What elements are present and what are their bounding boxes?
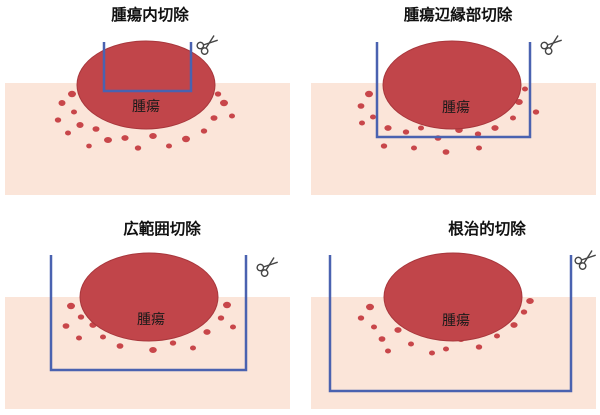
panel-title: 腫瘍辺縁部切除 — [404, 5, 513, 24]
tumor-label: 腫瘍 — [137, 311, 165, 328]
panel-wide: 腫瘍 広範囲切除 — [5, 219, 290, 409]
panel-marginal: 腫瘍 腫瘍辺縁部切除 — [311, 5, 596, 195]
panel-title: 根治的切除 — [448, 219, 526, 238]
panel-title: 腫瘍内切除 — [111, 5, 189, 24]
tumor-label: 腫瘍 — [132, 98, 160, 115]
tumor — [77, 41, 215, 129]
panel-radical: 腫瘍 根治的切除 — [311, 219, 598, 409]
scissors-icon — [574, 248, 598, 271]
tumor-label: 腫瘍 — [442, 312, 470, 329]
scissors-icon — [540, 33, 564, 56]
scissors-icon — [256, 255, 280, 278]
panel-intralesional: 腫瘍 腫瘍内切除 — [5, 5, 290, 195]
tumor-label: 腫瘍 — [442, 99, 470, 116]
panel-title: 広範囲切除 — [123, 219, 201, 238]
scissors-icon — [196, 33, 220, 56]
